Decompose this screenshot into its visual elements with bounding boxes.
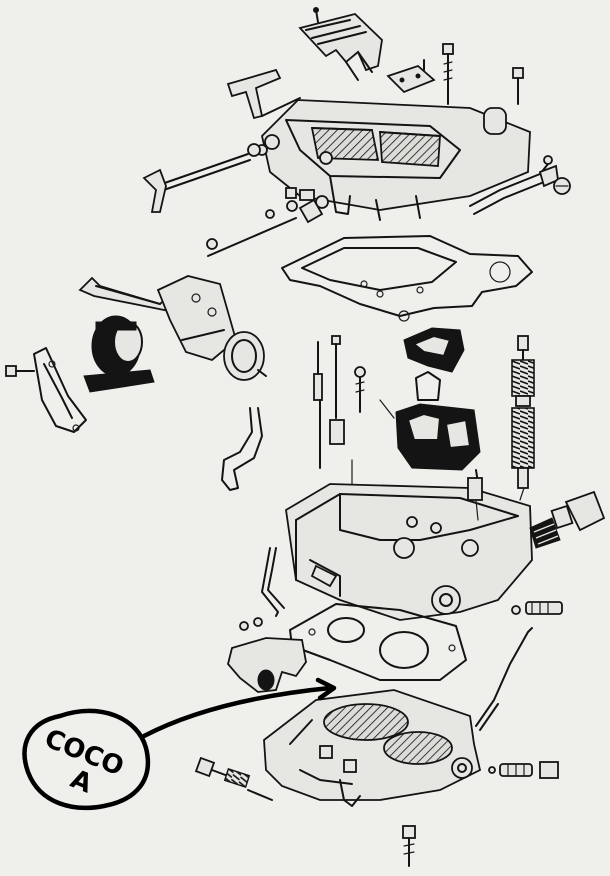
choke-diaphragm-assembly — [78, 275, 267, 381]
accelerator-pump-spring — [511, 335, 535, 489]
small-jets-cluster — [206, 187, 329, 257]
air-horn-top-body — [256, 99, 531, 221]
top-cover-flap — [298, 7, 383, 81]
bottom-screws — [194, 756, 559, 867]
lower-gasket — [289, 603, 467, 681]
top-screws — [442, 43, 524, 105]
right-linkage-rod — [469, 155, 571, 215]
float-chamber-insert — [395, 403, 481, 497]
handwritten-sublabel: A — [66, 764, 96, 799]
choke-lever-bracket — [226, 68, 301, 120]
float-bowl-drain-bolt — [529, 490, 606, 549]
choke-housing — [83, 315, 155, 393]
throttle-body — [263, 689, 482, 807]
throttle-shaft-top — [142, 143, 261, 213]
scribble-arrow-line — [141, 685, 333, 739]
leader-lines — [351, 399, 525, 521]
throttle-lever — [227, 617, 307, 693]
scribble-circle — [22, 708, 151, 811]
choke-housing-gasket — [5, 347, 87, 433]
pump-rod — [475, 627, 533, 731]
upper-gasket — [281, 235, 533, 322]
float — [403, 327, 465, 401]
fuel-inlet-tube — [261, 547, 285, 617]
main-body-float-bowl — [285, 477, 533, 621]
vacuum-hose — [221, 407, 263, 491]
small-cover-plate — [386, 59, 436, 94]
scribble-arrow-head — [315, 677, 337, 701]
float-needle-parts — [313, 335, 366, 469]
idle-mixture-screw — [511, 601, 563, 615]
